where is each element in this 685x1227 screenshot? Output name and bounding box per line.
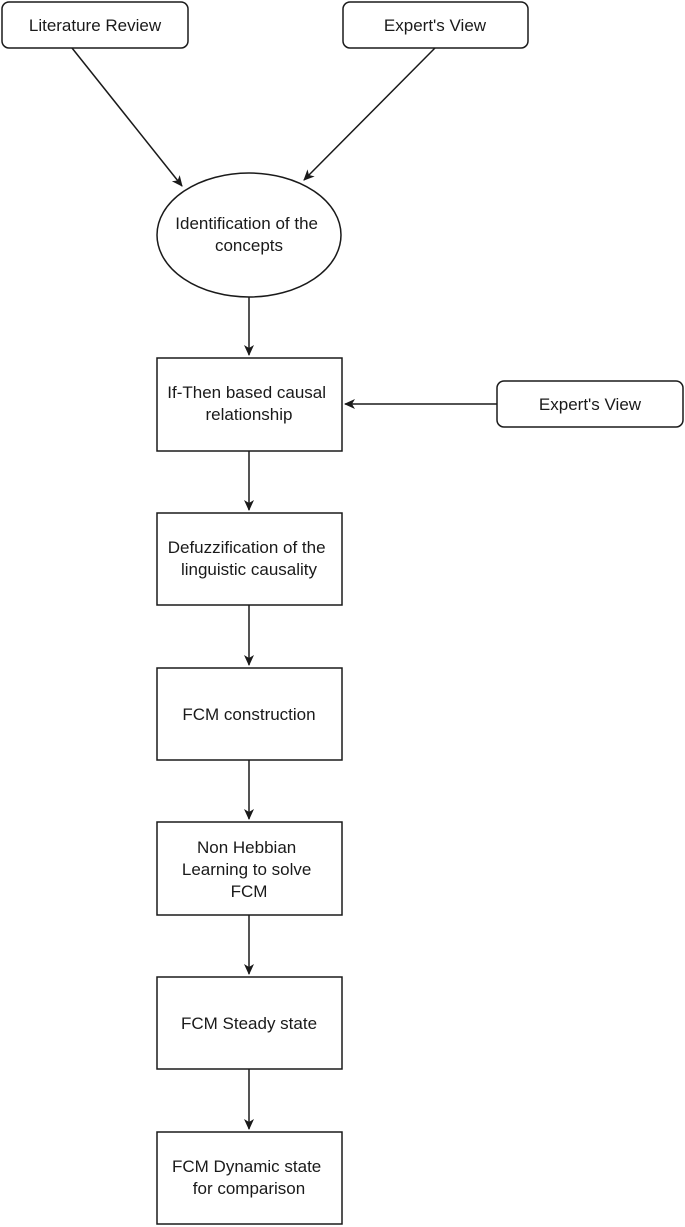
node-fcm-steady-state: FCM Steady state <box>156 976 343 1070</box>
node-label: FCM Steady state <box>181 1014 317 1033</box>
edge-expert-top-to-identification <box>303 47 436 181</box>
node-literature-review: Literature Review <box>1 1 189 49</box>
node-non-hebbian: Non Hebbian Learning to solve FCM <box>156 821 343 916</box>
node-identification: Identification of the concepts <box>156 172 342 298</box>
node-label: Expert's View <box>539 395 642 414</box>
edge-literature-to-identification <box>71 47 183 187</box>
node-experts-view-side: Expert's View <box>496 380 684 428</box>
node-label: If-Then based causal relationship <box>167 383 331 424</box>
node-fcm-dynamic-state: FCM Dynamic state for comparison <box>156 1131 343 1225</box>
node-label: FCM Dynamic state for comparison <box>172 1157 326 1198</box>
edges <box>71 47 497 1130</box>
node-if-then: If-Then based causal relationship <box>156 357 343 452</box>
node-label: FCM construction <box>182 705 315 724</box>
node-experts-view-top: Expert's View <box>342 1 529 49</box>
node-label: Non Hebbian Learning to solve FCM <box>182 838 316 901</box>
node-label: Identification of the concepts <box>175 214 322 255</box>
node-label: Expert's View <box>384 16 487 35</box>
node-fcm-construction: FCM construction <box>156 667 343 761</box>
node-label: Defuzzification of the linguistic causal… <box>168 538 331 579</box>
node-defuzzification: Defuzzification of the linguistic causal… <box>156 512 343 606</box>
node-label: Literature Review <box>29 16 162 35</box>
